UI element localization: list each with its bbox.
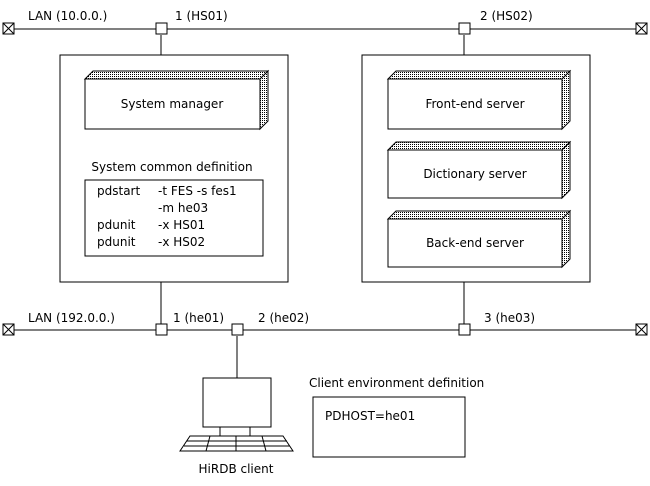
def-row-4-cmd: pdunit — [97, 235, 136, 249]
client-env-box: PDHOST=he01 — [312, 396, 466, 458]
lan-bottom-terminator-right — [635, 323, 648, 336]
client-env-value: PDHOST=he01 — [325, 409, 415, 423]
port-label-he02: 2 (he02) — [258, 311, 309, 325]
port-hs01 — [155, 22, 168, 35]
def-row-1-args: -t FES -s fes1 — [158, 184, 237, 198]
host-left: System manager System common definition … — [59, 54, 289, 283]
def-row-4-args: -x HS02 — [158, 235, 205, 249]
lan-bottom: LAN (192.0.0.) — [2, 311, 648, 336]
lan-bottom-terminator-left — [2, 323, 15, 336]
lan-top-label: LAN (10.0.0.) — [28, 9, 107, 23]
back-end-server-label: Back-end server — [426, 236, 524, 250]
port-he02 — [231, 323, 244, 336]
port-label-hs01: 1 (HS01) — [175, 9, 228, 23]
def-row-1-cmd: pdstart — [97, 184, 140, 198]
port-label-hs02: 2 (HS02) — [480, 9, 533, 23]
lan-top-terminator-right — [635, 22, 648, 35]
port-he03 — [458, 323, 471, 336]
host-right: Front-end server Dictionary server Back-… — [361, 54, 591, 283]
lan-top-terminator-left — [2, 22, 15, 35]
system-manager-label: System manager — [121, 97, 224, 111]
client-env-title: Client environment definition — [309, 376, 484, 390]
common-definition-box: pdstart -t FES -s fes1 -m he03 pdunit -x… — [84, 179, 264, 257]
client-label: HiRDB client — [199, 462, 274, 476]
def-row-3-args: -x HS01 — [158, 218, 205, 232]
front-end-server-label: Front-end server — [425, 97, 524, 111]
common-definition-title: System common definition — [91, 160, 252, 174]
client-computer-icon — [179, 377, 294, 452]
lan-bottom-label: LAN (192.0.0.) — [28, 311, 115, 325]
front-end-server-box: Front-end server — [386, 69, 572, 131]
dictionary-server-label: Dictionary server — [423, 167, 526, 181]
def-row-3-cmd: pdunit — [97, 218, 136, 232]
port-he01 — [155, 323, 168, 336]
system-manager-box: System manager — [83, 69, 270, 131]
dictionary-server-box: Dictionary server — [386, 140, 572, 200]
back-end-server-box: Back-end server — [386, 209, 572, 269]
def-row-2-args: -m he03 — [158, 201, 208, 215]
port-label-he03: 3 (he03) — [484, 311, 535, 325]
port-label-he01: 1 (he01) — [173, 311, 224, 325]
lan-top: LAN (10.0.0.) — [2, 9, 648, 35]
port-hs02 — [458, 22, 471, 35]
